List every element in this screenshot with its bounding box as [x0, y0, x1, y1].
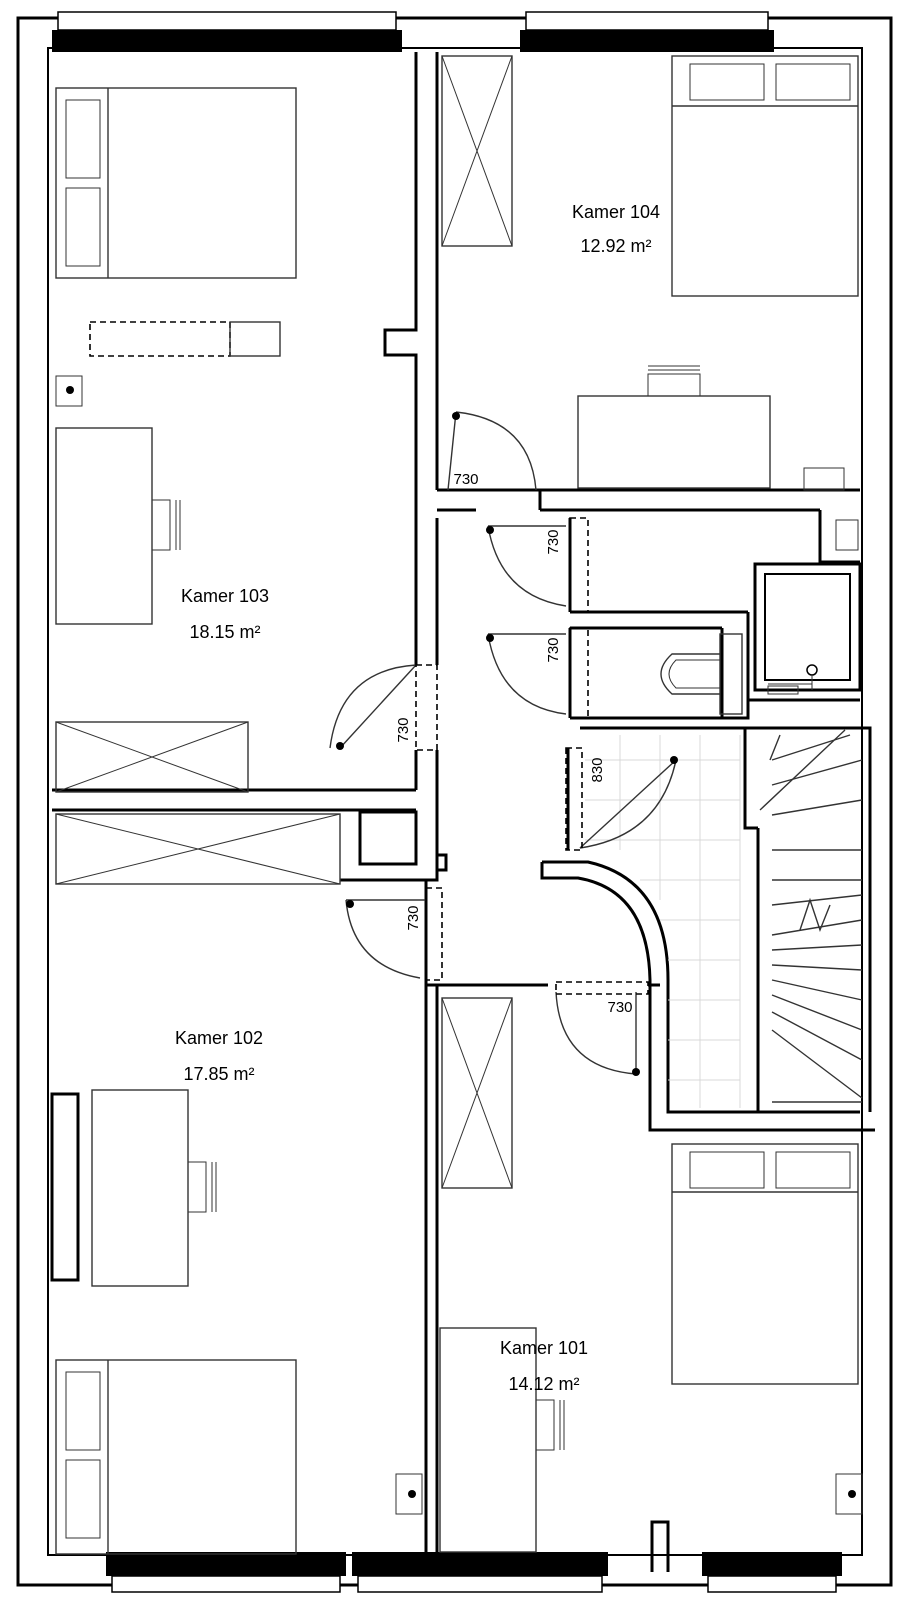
- room-area: 12.92 m²: [580, 236, 651, 256]
- door-bathroom: 730: [486, 517, 589, 613]
- wardrobe: [441, 55, 513, 247]
- door-wc: 730: [486, 627, 589, 719]
- room-name: Kamer 102: [175, 1028, 263, 1048]
- outer-walls: [16, 16, 893, 1587]
- door-width-label: 730: [545, 529, 562, 554]
- sanitary: [660, 519, 859, 715]
- desk: [439, 1327, 537, 1553]
- room-area: 14.12 m²: [508, 1374, 579, 1394]
- window-bottom-right: [702, 1552, 842, 1593]
- room-kamer-101: Kamer 101 14.12 m²: [500, 1338, 588, 1394]
- room-area: 18.15 m²: [189, 622, 260, 642]
- door-width-label: 730: [607, 999, 632, 1016]
- window-top-right: [520, 11, 774, 52]
- room-area: 17.85 m²: [183, 1064, 254, 1084]
- furniture-kamer-102: [50, 813, 423, 1555]
- desk: [55, 427, 153, 625]
- furniture-kamer-103: [55, 87, 297, 793]
- bed: [671, 1143, 859, 1385]
- staircase: [759, 729, 863, 1103]
- doors: 730 730 730 730: [329, 411, 678, 1076]
- room-name: Kamer 101: [500, 1338, 588, 1358]
- desk: [91, 1089, 189, 1287]
- bed: [55, 1359, 297, 1555]
- door-stair-hall: 830: [565, 747, 678, 851]
- room-labels: Kamer 104 12.92 m² Kamer 103 18.15 m² Ka…: [175, 202, 660, 1394]
- bed: [55, 87, 297, 279]
- window-bottom-middle: [352, 1552, 608, 1593]
- door-kamer-104: 730: [447, 411, 537, 491]
- door-width-label: 730: [395, 717, 412, 742]
- door-kamer-103: 730: [329, 664, 438, 751]
- door-kamer-102: 730: [345, 887, 443, 981]
- door-width-label: 730: [545, 637, 562, 662]
- bed: [671, 55, 859, 297]
- furniture-kamer-104: [441, 55, 859, 491]
- furniture-kamer-101: [439, 997, 863, 1553]
- room-name: Kamer 104: [572, 202, 660, 222]
- room-name: Kamer 103: [181, 586, 269, 606]
- stair-hall-tiles: [585, 735, 741, 1108]
- door-width-label: 830: [589, 757, 606, 782]
- wardrobe: [55, 813, 341, 885]
- windows: [52, 11, 842, 1593]
- door-width-label: 730: [453, 471, 478, 488]
- desk: [577, 395, 771, 489]
- room-kamer-102: Kamer 102 17.85 m²: [175, 1028, 263, 1084]
- window-bottom-left: [106, 1552, 346, 1593]
- wardrobe: [441, 997, 513, 1189]
- radiator: [50, 1092, 80, 1282]
- interior-walls: [52, 52, 875, 1572]
- window-top-left: [52, 11, 402, 52]
- door-kamer-101: 730: [555, 981, 649, 1076]
- room-kamer-103: Kamer 103 18.15 m²: [181, 586, 269, 642]
- door-width-label: 730: [405, 905, 422, 930]
- room-kamer-104: Kamer 104 12.92 m²: [572, 202, 660, 256]
